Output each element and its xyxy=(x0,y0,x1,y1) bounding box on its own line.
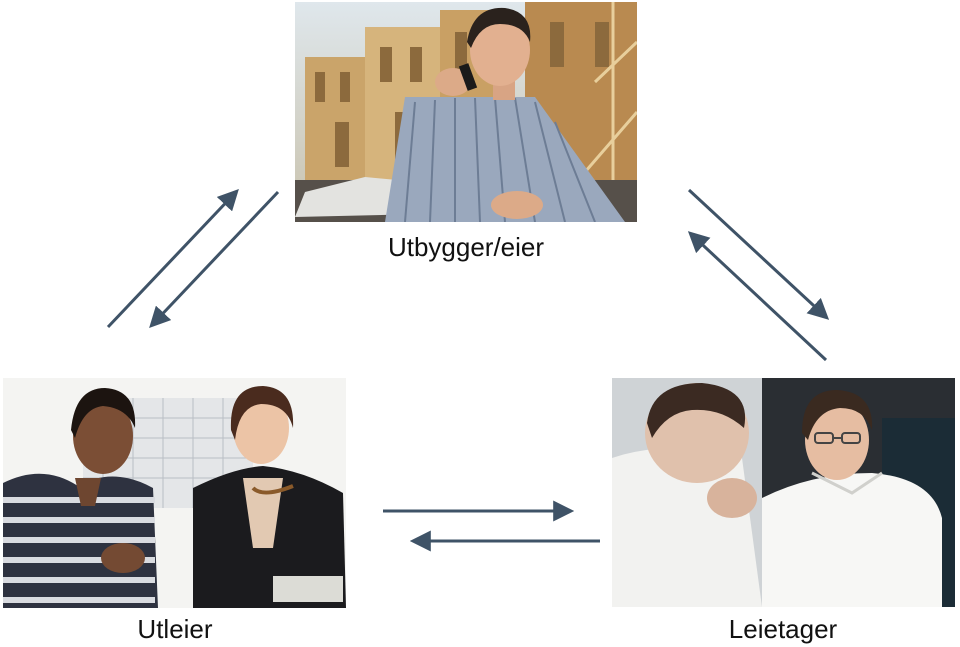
arrow-tenant-to-owner xyxy=(687,231,828,362)
landlord-label: Utleier xyxy=(137,614,213,644)
tenant-label: Leietager xyxy=(728,614,838,644)
landlord-photo xyxy=(3,378,346,608)
arrow-owner-to-tenant xyxy=(687,188,830,320)
owner-label: Utbygger/eier xyxy=(387,232,545,262)
owner-photo xyxy=(295,2,637,222)
tenant-photo xyxy=(612,378,955,607)
arrow-owner-to-landlord xyxy=(149,190,280,329)
arrow-landlord-to-owner xyxy=(106,188,239,329)
